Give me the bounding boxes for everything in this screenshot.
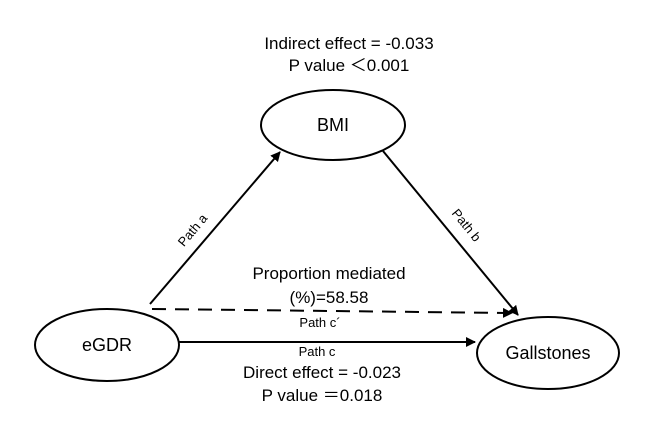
direct-effect-label: Direct effect = -0.023: [243, 363, 401, 382]
bmi-node: [260, 89, 406, 161]
proportion-value-label: (%)=58.58: [290, 288, 369, 307]
path-c-label: Path c: [299, 344, 336, 359]
proportion-mediated-label: Proportion mediated: [252, 264, 405, 283]
path-b-arrow: [382, 150, 519, 316]
path-a-label: Path a: [175, 210, 211, 249]
indirect-effect-label: Indirect effect = -0.033: [264, 34, 433, 53]
path-c-prime-arrow: [151, 307, 513, 318]
gallstones-node: [476, 316, 620, 390]
bmi-node-label: BMI: [317, 115, 349, 135]
gallstones-node-label: Gallstones: [505, 343, 590, 363]
direct-p-value-label: P value ＝0.018: [262, 386, 383, 405]
egdr-node: [34, 308, 180, 382]
egdr-node-label: eGDR: [82, 335, 132, 355]
path-c-prime-label: Path c´: [299, 315, 340, 330]
path-a-arrow: [149, 151, 281, 305]
indirect-p-value-label: P value ＜0.001: [289, 56, 410, 75]
